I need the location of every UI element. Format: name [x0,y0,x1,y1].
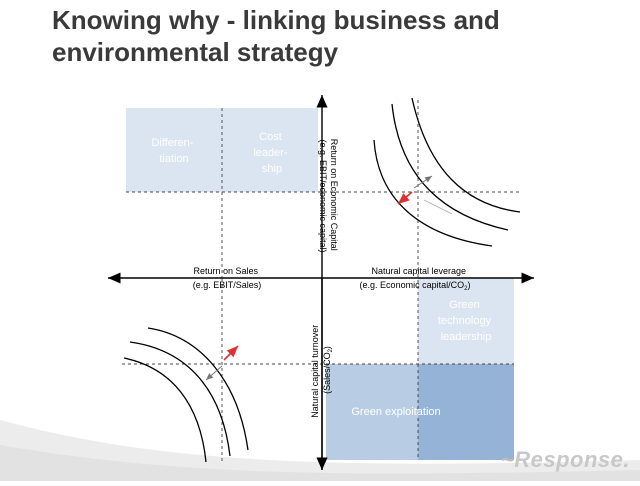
cost-leadership-box [222,108,318,192]
watermark-text: Response. [514,447,630,472]
green-exploitation-label: Green exploitation [351,406,440,418]
iso-curve-lower-3 [123,357,207,463]
watermark-swirl-icon: ~ [500,447,515,472]
grey-arrow-lower [205,365,223,381]
green-technology-label: Green technology leadership [438,299,494,343]
axis-label-right: Natural capital leverage (e.g. Economic … [360,266,471,292]
iso-curve-upper-3 [373,139,493,247]
green-exploitation-strong-box [418,364,514,460]
axis-label-top: Return on Economic Capital (e.g. EBIT/ec… [318,139,339,254]
axis-label-bottom: Natural capital turnover (Sales/CO2) [310,322,334,418]
iso-curve-upper-1 [411,97,521,213]
green-technology-box [418,278,514,364]
cost-leadership-label: Cost leader- ship [253,131,290,175]
axis-label-left: Return on Sales (e.g. EBIT/Sales) [193,266,262,290]
slide-title: Knowing why - linking business and envir… [52,5,500,67]
red-arrow-lower [223,345,239,361]
grey-arrow-upper-2 [423,199,453,215]
response-watermark: ~Response. [501,447,630,473]
iso-curve-lower-2 [129,341,231,457]
iso-curve-lower-1 [147,327,249,451]
red-arrow-upper [397,191,413,205]
grey-arrow-upper [413,175,433,189]
green-exploitation-box [326,364,418,460]
differentiation-label: Differen- tiation [151,137,196,165]
background-swoosh [0,400,640,481]
differentiation-box [126,108,222,192]
iso-curve-upper-2 [391,103,509,231]
